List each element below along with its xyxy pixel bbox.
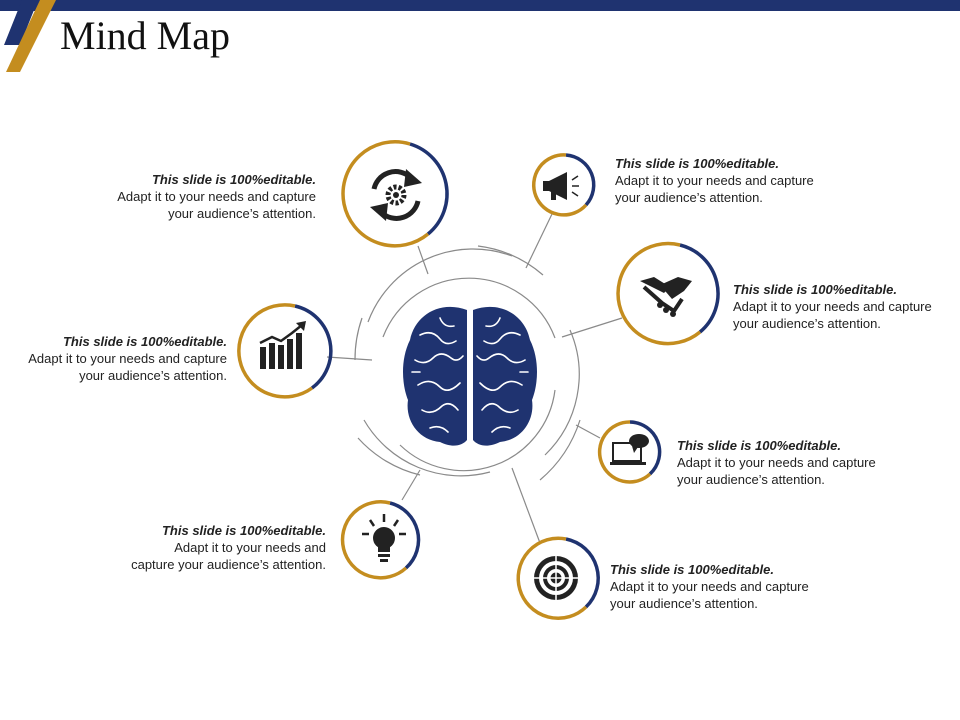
bar-chart-growth-icon xyxy=(259,321,306,369)
callout-heading: This slide is 100%editable. xyxy=(161,523,326,538)
callout-1: This slide is 100%editable. Adapt it to … xyxy=(615,155,875,206)
brain-icon xyxy=(403,306,537,446)
top-banner xyxy=(0,0,960,11)
page-title: Mind Map xyxy=(60,13,230,58)
callout-body-line: Adapt it to your needs and capture xyxy=(117,189,316,204)
callout-body-line: Adapt it to your needs and capture xyxy=(615,173,814,188)
handshake-icon xyxy=(640,277,692,317)
callout-5: This slide is 100%editable. Adapt it to … xyxy=(60,522,326,573)
callout-heading: This slide is 100%editable. xyxy=(677,438,842,453)
callout-body-line: Adapt it to your needs and capture xyxy=(733,299,932,314)
callout-body-line: Adapt it to your needs and xyxy=(174,540,326,555)
corner-stripe-navy xyxy=(4,0,38,45)
node-rings xyxy=(237,140,720,620)
callout-body-line: Adapt it to your needs and capture xyxy=(677,455,876,470)
callout-body-line: your audience’s attention. xyxy=(610,596,758,611)
callout-body-line: your audience’s attention. xyxy=(615,190,763,205)
callout-4: This slide is 100%editable. Adapt it to … xyxy=(677,437,937,488)
callout-body-line: capture your audience’s attention. xyxy=(131,557,326,572)
callout-heading: This slide is 100%editable. xyxy=(733,282,898,297)
callout-2: This slide is 100%editable. Adapt it to … xyxy=(733,281,958,332)
megaphone-icon xyxy=(543,172,579,200)
callout-body-line: your audience’s attention. xyxy=(168,206,316,221)
target-icon xyxy=(532,554,580,602)
center-rings xyxy=(354,245,581,481)
callout-0: This slide is 100%editable. Adapt it to … xyxy=(60,171,316,222)
callout-heading: This slide is 100%editable. xyxy=(151,172,316,187)
callout-heading: This slide is 100%editable. xyxy=(62,334,227,349)
gear-cycle-icon xyxy=(370,169,422,221)
laptop-chat-icon xyxy=(610,434,649,465)
callout-body-line: your audience’s attention. xyxy=(79,368,227,383)
lightbulb-icon xyxy=(362,514,406,562)
callout-6: This slide is 100%editable. Adapt it to … xyxy=(610,561,870,612)
callout-3: This slide is 100%editable. Adapt it to … xyxy=(4,333,227,384)
callout-body-line: your audience’s attention. xyxy=(733,316,881,331)
callout-body-line: Adapt it to your needs and capture xyxy=(610,579,809,594)
callout-heading: This slide is 100%editable. xyxy=(610,562,775,577)
callout-body-line: Adapt it to your needs and capture xyxy=(28,351,227,366)
callout-body-line: your audience’s attention. xyxy=(677,472,825,487)
callout-heading: This slide is 100%editable. xyxy=(615,156,780,171)
corner-stripe-gold xyxy=(6,0,56,72)
